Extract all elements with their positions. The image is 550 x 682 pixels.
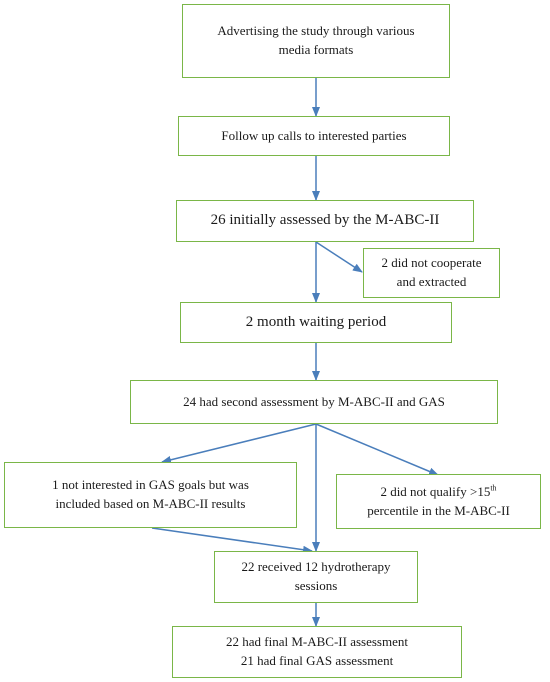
hydrotherapy-line-2: sessions — [294, 578, 338, 593]
initial-assessment-text: 26 initially assessed by the M-ABC-II — [210, 212, 440, 229]
initial-assessment-box: 26 initially assessed by the M-ABC-II — [176, 200, 474, 242]
advertising-box: Advertising the study through various me… — [182, 4, 450, 78]
second-assessment-text: 24 had second assessment by M-ABC-II and… — [183, 393, 445, 409]
arrow-not-interested-to-hydro — [151, 527, 313, 554]
not-cooperate-line-2: and extracted — [396, 274, 467, 289]
not-interested-box: 1 not interested in GAS goals but was in… — [4, 462, 297, 528]
not-interested-line-2: included based on M-ABC-II results — [55, 496, 246, 511]
not-qualify-line-2: percentile in the M-ABC-II — [367, 502, 510, 518]
second-assessment-box: 24 had second assessment by M-ABC-II and… — [130, 380, 498, 424]
not-qualify-line-1: 2 did not qualify >15th — [380, 483, 496, 502]
final-assessment-line-1: 22 had final M-ABC-II assessment — [226, 634, 408, 650]
waiting-period-text: 2 month waiting period — [245, 313, 387, 330]
not-cooperate-box: 2 did not cooperate and extracted — [363, 248, 500, 298]
final-assessment-line-2: 21 had final GAS assessment — [240, 653, 394, 668]
not-qualify-superscript: th — [490, 483, 497, 493]
not-qualify-line-1-text: 2 did not qualify >15 — [380, 483, 491, 499]
advertising-line-1: Advertising the study through various — [217, 23, 415, 39]
not-cooperate-line-1: 2 did not cooperate — [381, 255, 482, 271]
hydrotherapy-line-1: 22 received 12 hydrotherapy — [241, 559, 391, 575]
hydrotherapy-box: 22 received 12 hydrotherapy sessions — [214, 551, 418, 603]
final-assessment-box: 22 had final M-ABC-II assessment 21 had … — [172, 626, 462, 678]
arrow-initial-to-not-cooperate — [315, 241, 363, 273]
advertising-line-2: media formats — [278, 42, 354, 57]
follow-up-text: Follow up calls to interested parties — [221, 127, 407, 143]
not-interested-line-1: 1 not interested in GAS goals but was — [52, 477, 249, 493]
arrow-second-to-not-qualify — [315, 423, 439, 476]
arrow-second-to-not-interested — [161, 423, 317, 464]
waiting-period-box: 2 month waiting period — [180, 302, 452, 343]
not-qualify-box: 2 did not qualify >15th percentile in th… — [336, 474, 541, 529]
follow-up-box: Follow up calls to interested parties — [178, 116, 450, 156]
